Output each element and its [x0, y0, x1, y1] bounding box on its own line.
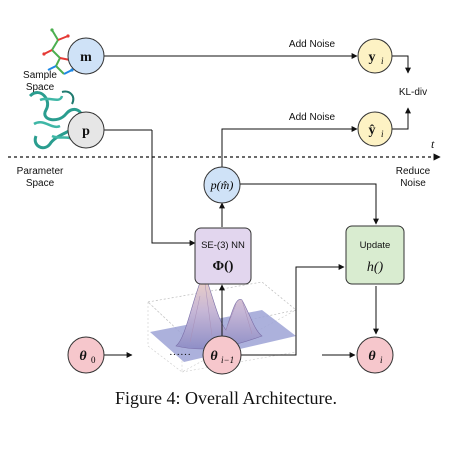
edge-y-to-kl [392, 55, 411, 74]
svg-text:y: y [369, 50, 376, 65]
svg-text:p(m̂): p(m̂) [210, 178, 234, 192]
node-m: m [67, 37, 105, 75]
edge-p-to-yhat [221, 126, 358, 168]
node-theta-0: θ 0 [67, 336, 105, 374]
sample-space-label-line2: Space [26, 82, 55, 93]
edge-theta-to-update [241, 264, 345, 356]
svg-text:m: m [80, 50, 92, 65]
svg-text:ŷ: ŷ [369, 123, 376, 138]
reduce-noise-label-line1: Reduce [396, 166, 431, 177]
figure-caption: Figure 4: Overall Architecture. [115, 388, 337, 408]
svg-text:SE-(3) NN: SE-(3) NN [201, 240, 245, 251]
molecule-stick-illustration [42, 28, 74, 75]
svg-text:θ: θ [210, 349, 218, 364]
time-axis-label: t [431, 137, 435, 151]
node-theta-i: θ i [356, 336, 394, 374]
svg-text:Φ(): Φ() [213, 259, 234, 274]
update-box: Update h() [345, 225, 405, 285]
kl-div-label: KL-div [399, 87, 427, 98]
edge-p-to-update [240, 183, 379, 225]
svg-text:i−1: i−1 [221, 355, 234, 365]
node-y-i: y i [357, 38, 393, 74]
svg-text:h(): h() [367, 260, 384, 275]
se3-nn-box: SE-(3) NN Φ() [194, 227, 252, 285]
sample-space-label-line1: Sample [23, 70, 57, 81]
node-p: p [67, 111, 105, 149]
svg-text:Update: Update [360, 240, 391, 251]
svg-text:p: p [82, 124, 90, 139]
node-yhat-i: ŷ i [357, 111, 393, 147]
svg-text:0: 0 [91, 355, 96, 365]
add-noise-mid-label: Add Noise [289, 112, 336, 123]
add-noise-top-label: Add Noise [289, 39, 336, 50]
node-theta-i-minus-1: θ i−1 [202, 335, 242, 375]
ellipsis-dots: ······ [169, 349, 191, 361]
edge-yhat-to-kl [392, 107, 411, 130]
reduce-noise-label-line2: Noise [400, 178, 426, 189]
edge-p-to-se3 [151, 130, 196, 246]
svg-text:i: i [381, 56, 384, 66]
svg-text:i: i [381, 129, 384, 139]
parameter-space-label-line1: Parameter [17, 166, 64, 177]
svg-text:θ: θ [368, 349, 376, 364]
node-p-mhat: p(m̂) [203, 166, 241, 204]
parameter-space-label-line2: Space [26, 178, 55, 189]
svg-text:i: i [380, 355, 383, 365]
svg-text:θ: θ [79, 349, 87, 364]
